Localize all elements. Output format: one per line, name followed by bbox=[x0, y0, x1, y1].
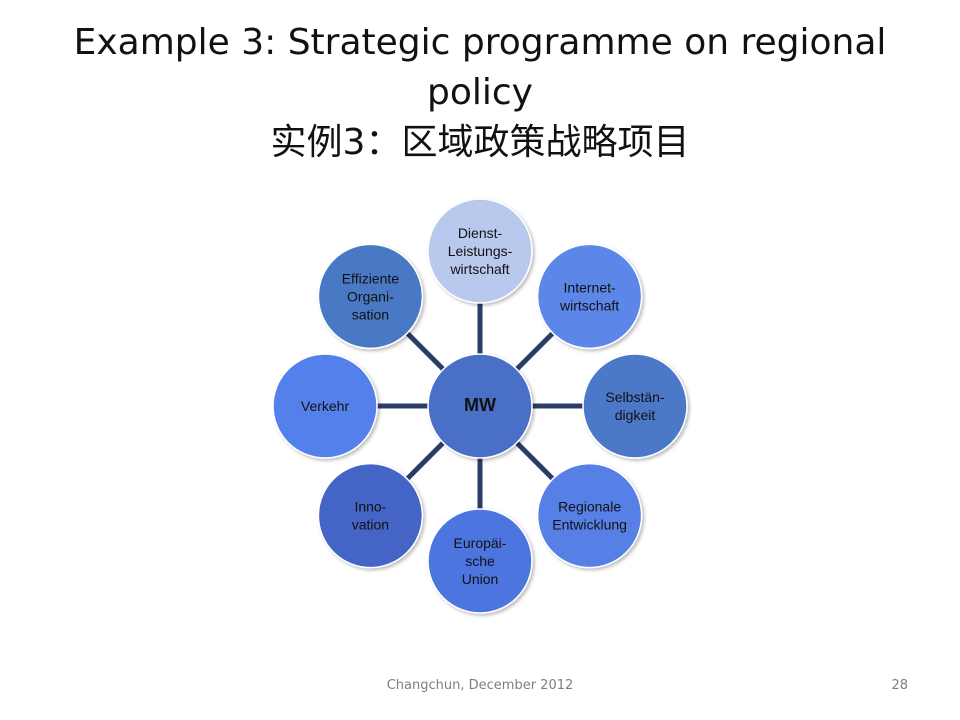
footer-text: Changchun, December 2012 bbox=[386, 678, 574, 693]
node-label-regionale-entwicklung-line: Regionale bbox=[558, 499, 621, 515]
node-label-effiziente-organisation-line: Organi- bbox=[347, 288, 394, 304]
node-circle-europaeische-union bbox=[427, 508, 533, 614]
hub-label: MW bbox=[464, 395, 496, 415]
connector-innovation bbox=[405, 441, 445, 481]
node-internetwirtschaft: Internet-wirtschaft bbox=[536, 243, 643, 350]
node-label-internetwirtschaft: Internet-wirtschaft bbox=[559, 279, 619, 313]
connector-effiziente-organisation bbox=[405, 331, 445, 371]
title-line-1: Example 3: Strategic programme on region… bbox=[73, 22, 887, 63]
node-label-europaeische-union-line: sche bbox=[465, 553, 495, 569]
node-circle-verkehr bbox=[272, 353, 378, 459]
node-dienstleistungswirtschaft: Dienst- Leistungs-wirtschaft bbox=[427, 198, 533, 304]
node-label-internetwirtschaft-line: wirtschaft bbox=[559, 297, 619, 313]
node-innovation: Inno-vation bbox=[317, 462, 424, 569]
node-label-innovation-line: Inno- bbox=[354, 499, 386, 515]
hub-node: MW bbox=[427, 353, 533, 459]
connector-internetwirtschaft bbox=[515, 331, 555, 371]
connector-regionale-entwicklung bbox=[515, 441, 555, 481]
node-label-effiziente-organisation-line: Effiziente bbox=[342, 270, 400, 286]
hub-circle bbox=[427, 353, 533, 459]
node-label-dienstleistungswirtschaft-line: Dienst- bbox=[458, 225, 503, 241]
page-number: 28 bbox=[891, 678, 908, 693]
node-label-selbstaendigkeit-line: digkeit bbox=[615, 407, 656, 423]
node-label-innovation-line: vation bbox=[352, 517, 389, 533]
node-circle-innovation bbox=[317, 462, 424, 569]
node-label-europaeische-union-line: Union bbox=[462, 571, 499, 587]
node-label-dienstleistungswirtschaft: Dienst- Leistungs-wirtschaft bbox=[448, 225, 513, 277]
node-label-dienstleistungswirtschaft-line: wirtschaft bbox=[449, 261, 509, 277]
node-label-verkehr-line: Verkehr bbox=[301, 398, 350, 414]
slide-title: Example 3: Strategic programme on region… bbox=[60, 18, 900, 168]
node-circle-regionale-entwicklung bbox=[536, 462, 643, 569]
node-label-dienstleistungswirtschaft-line: Leistungs- bbox=[448, 243, 513, 259]
node-circle-dienstleistungswirtschaft bbox=[427, 198, 533, 304]
node-circle-internetwirtschaft bbox=[536, 243, 643, 350]
node-circle-effiziente-organisation bbox=[317, 243, 424, 350]
node-label-innovation: Inno-vation bbox=[352, 499, 389, 533]
title-line-2: policy bbox=[427, 72, 533, 113]
node-selbstaendigkeit: Selbstän-digkeit bbox=[582, 353, 688, 459]
node-group: Dienst-Leistungs-wirtschaftInternet-wirt… bbox=[272, 198, 688, 614]
node-label-selbstaendigkeit-line: Selbstän- bbox=[605, 389, 664, 405]
node-label-effiziente-organisation-line: sation bbox=[352, 306, 389, 322]
node-circle-selbstaendigkeit bbox=[582, 353, 688, 459]
node-label-internetwirtschaft-line: Internet- bbox=[564, 279, 616, 295]
connector-group bbox=[377, 303, 583, 509]
title-line-chinese: 实例3：区域政策战略项目 bbox=[270, 122, 690, 163]
node-label-regionale-entwicklung-line: Entwicklung bbox=[552, 517, 627, 533]
node-label-verkehr: Verkehr bbox=[301, 398, 350, 414]
node-verkehr: Verkehr bbox=[272, 353, 378, 459]
node-label-selbstaendigkeit: Selbstän-digkeit bbox=[605, 389, 664, 423]
node-label-europaeische-union-line: Europäi- bbox=[454, 535, 507, 551]
hub-label-line: MW bbox=[464, 395, 496, 415]
